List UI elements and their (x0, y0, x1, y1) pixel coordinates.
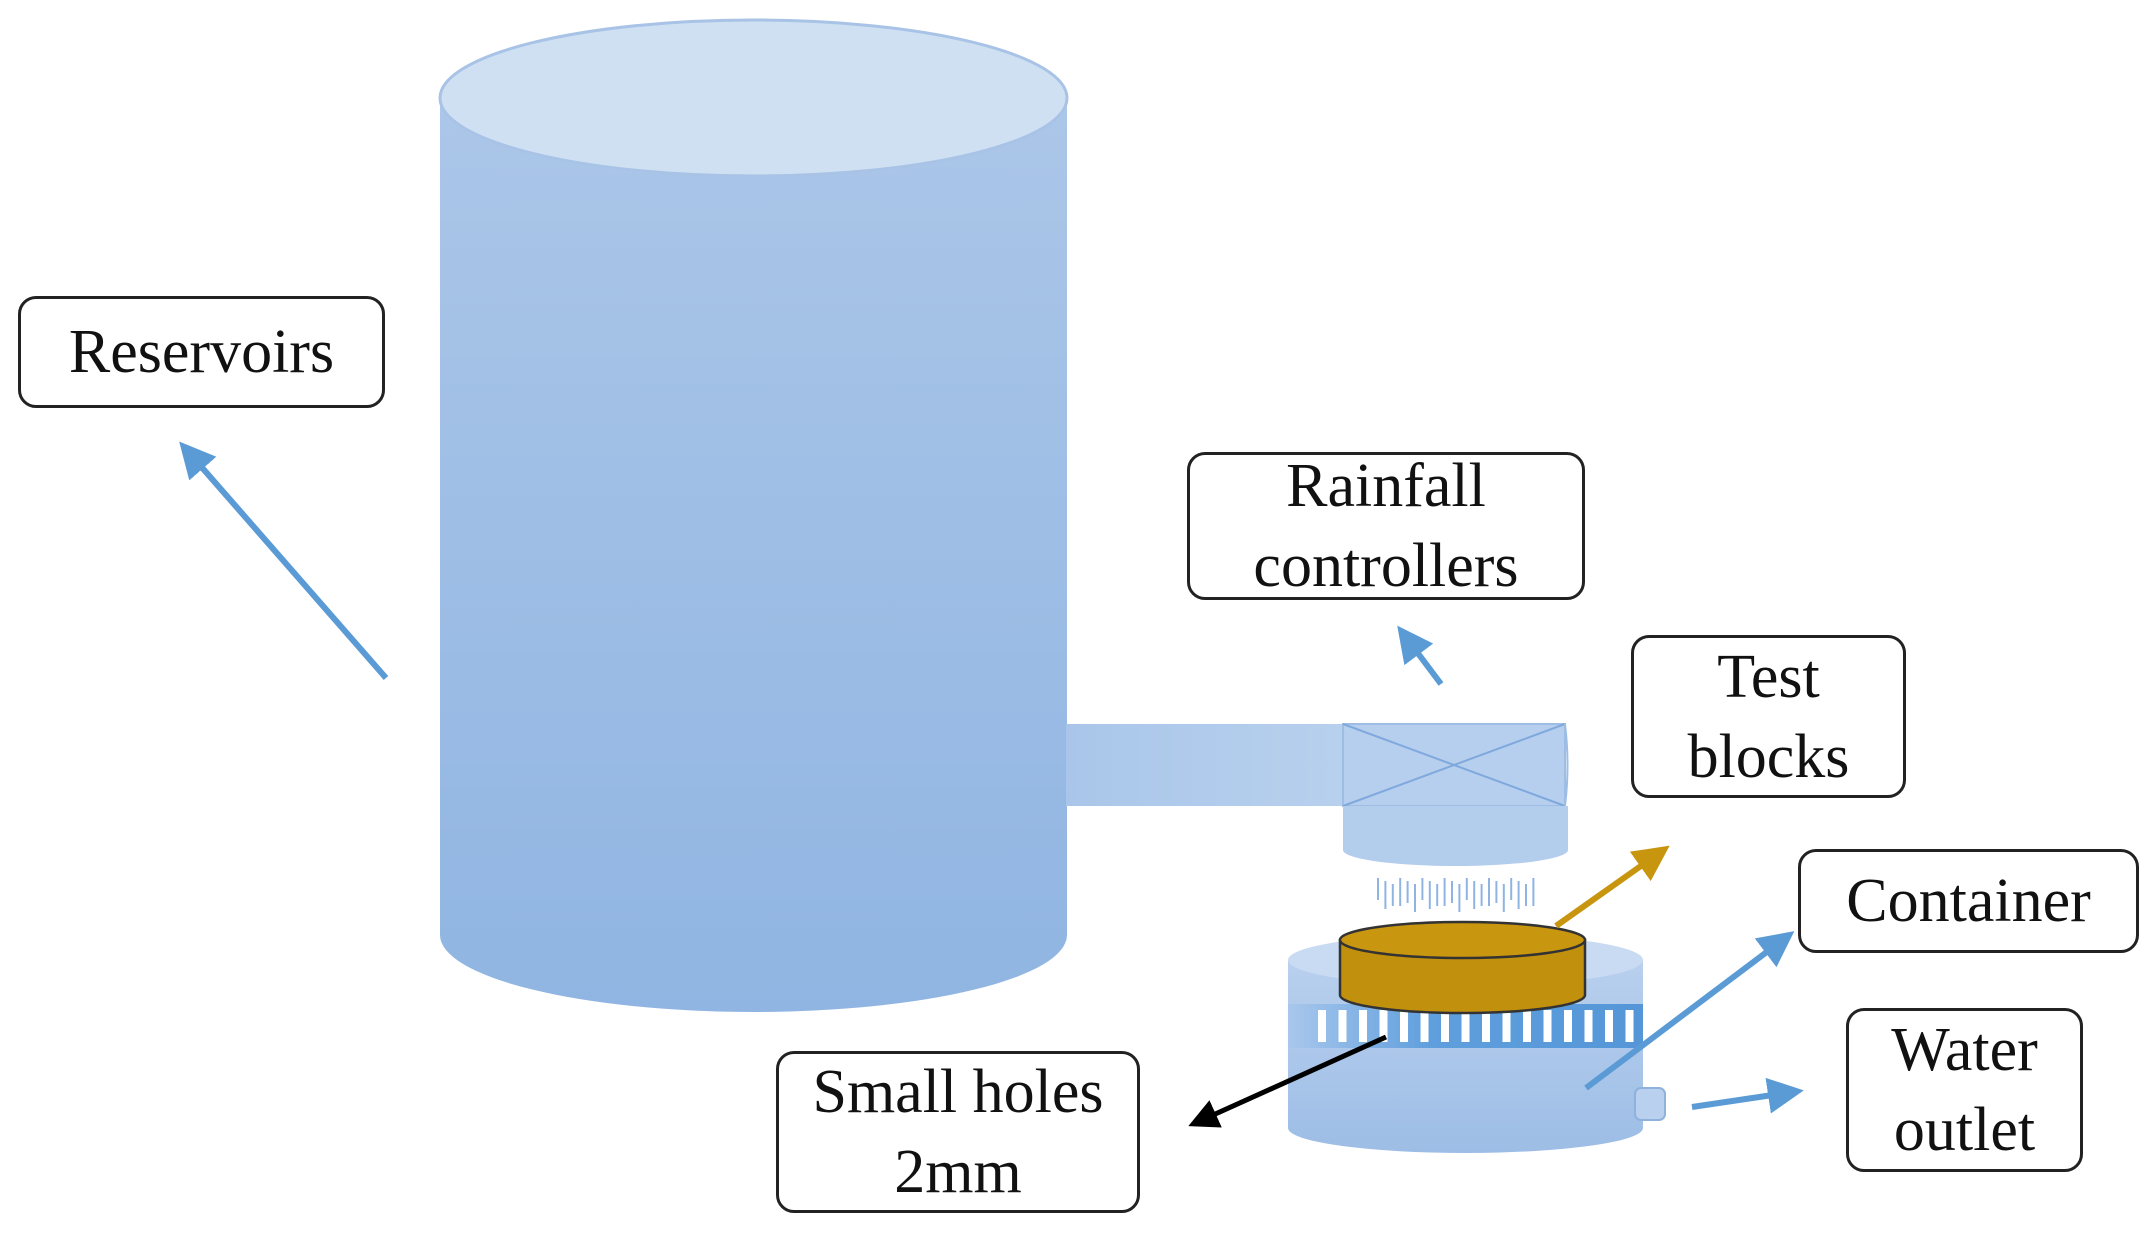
arrow-rainfall-controllers (1397, 625, 1444, 686)
arrow-small-holes (1188, 1034, 1388, 1128)
small-hole (1420, 1010, 1429, 1042)
label-small-holes-line2: 2mm (894, 1138, 1022, 1206)
label-rainfall-controllers: Rainfall controllers (1187, 452, 1585, 600)
label-rainfall-controllers-line2: controllers (1253, 532, 1519, 600)
label-water-outlet: Water outlet (1846, 1008, 2083, 1172)
label-reservoirs-text: Reservoirs (68, 318, 335, 386)
test-block (1338, 920, 1587, 1015)
rain-drops (1377, 878, 1535, 912)
arrow-container (1584, 931, 1795, 1091)
small-hole (1584, 1010, 1593, 1042)
rain-nozzle-head (1343, 806, 1568, 866)
small-hole (1605, 1010, 1613, 1042)
small-hole (1338, 1010, 1347, 1042)
arrow-test-blocks (1554, 845, 1670, 929)
small-hole (1318, 1010, 1326, 1042)
water-outlet-spout (1634, 1087, 1666, 1121)
label-rainfall-controllers-line1: Rainfall (1286, 452, 1486, 520)
small-hole (1543, 1010, 1552, 1042)
label-test-blocks-line2: blocks (1687, 722, 1850, 791)
small-hole (1564, 1010, 1572, 1042)
reservoir-tank (438, 18, 1069, 1012)
rainfall-controller-valve (1342, 723, 1569, 807)
label-test-blocks: Test blocks (1631, 635, 1906, 798)
small-hole (1523, 1010, 1531, 1042)
small-hole (1441, 1010, 1449, 1042)
arrow-reservoirs (179, 441, 389, 680)
small-hole (1625, 1010, 1634, 1042)
small-holes-band (1288, 1004, 1643, 1048)
label-small-holes: Small holes 2mm (776, 1051, 1140, 1213)
label-container-text: Container (1846, 867, 2091, 935)
small-hole (1359, 1010, 1367, 1042)
small-hole (1502, 1010, 1511, 1042)
small-hole (1461, 1010, 1470, 1042)
small-hole (1379, 1010, 1388, 1042)
label-water-outlet-line1: Water (1891, 1016, 2038, 1084)
label-small-holes-line1: Small holes (812, 1058, 1104, 1126)
label-container: Container (1798, 849, 2139, 953)
label-water-outlet-line2: outlet (1893, 1096, 2036, 1164)
arrow-water-outlet (1691, 1077, 1804, 1114)
label-test-blocks-line1: Test (1717, 642, 1820, 711)
small-hole (1482, 1010, 1490, 1042)
label-reservoirs: Reservoirs (18, 296, 385, 408)
small-hole (1400, 1010, 1408, 1042)
